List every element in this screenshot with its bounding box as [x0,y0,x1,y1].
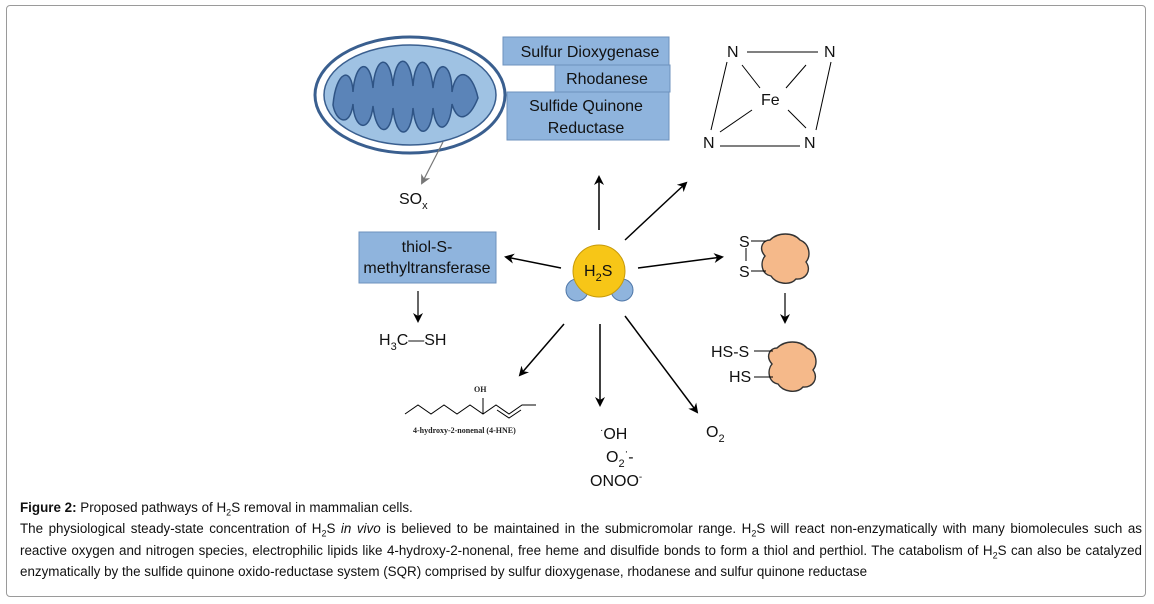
svg-text:S: S [739,234,750,251]
svg-text:O2·-: O2·- [606,446,634,470]
caption-title: Figure 2: Proposed pathways of H2S remov… [20,500,413,518]
caption-body: The physiological steady-state concentra… [20,521,1142,579]
oxygen-label: O2 [706,424,725,445]
svg-text:methyltransferase: methyltransferase [363,260,490,277]
methanethiol-label: H3C—SH [379,332,446,353]
svg-text:Sulfur Dioxygenase: Sulfur Dioxygenase [521,44,660,61]
svg-text:thiol-S-: thiol-S- [402,239,453,256]
svg-text:Fe: Fe [761,92,780,109]
svg-text:·OH: ·OH [600,425,627,443]
h2s-molecule-icon: H2S [565,244,634,302]
radial-arrows [504,175,724,414]
svg-text:N: N [824,44,836,61]
svg-text:HS: HS [729,369,751,386]
svg-text:Sulfide Quinone: Sulfide Quinone [529,98,643,115]
sox-label: SOx [399,191,428,212]
svg-text:HS-S: HS-S [711,344,749,361]
sulfur-dioxygenase-box: Sulfur Dioxygenase [502,36,670,66]
svg-text:SOx: SOx [399,191,428,212]
perthiol-protein-icon: HS-S HS [711,341,817,392]
svg-text:H2S: H2S [584,263,612,284]
mitochondrion-icon [313,35,507,155]
svg-text:OH: OH [474,385,487,394]
svg-text:N: N [703,135,715,152]
mito-to-sox-arrow [421,141,444,185]
svg-text:N: N [727,44,739,61]
svg-text:ONOO-: ONOO- [590,472,642,490]
ros-labels: ·OH O2·- ONOO- [590,425,642,490]
svg-text:4-hydroxy-2-nonenal (4-HNE): 4-hydroxy-2-nonenal (4-HNE) [413,426,516,435]
svg-text:Rhodanese: Rhodanese [566,71,648,88]
figure-caption: Figure 2: Proposed pathways of H2S remov… [20,500,1142,579]
disulfide-protein-icon: S S [739,233,810,284]
svg-text:H3C—SH: H3C—SH [379,332,446,353]
svg-text:S: S [739,264,750,281]
hne-structure: OH 4-hydroxy-2-nonenal (4-HNE) [404,385,536,435]
svg-text:O2: O2 [706,424,725,445]
svg-text:Reductase: Reductase [548,120,625,137]
svg-text:N: N [804,135,816,152]
sulfide-quinone-reductase-box: Sulfide Quinone Reductase [506,91,670,141]
rhodanese-box: Rhodanese [554,64,671,93]
thiol-s-methyltransferase-box: thiol-S- methyltransferase [358,231,497,284]
heme-structure: N N Fe N N [703,44,836,152]
